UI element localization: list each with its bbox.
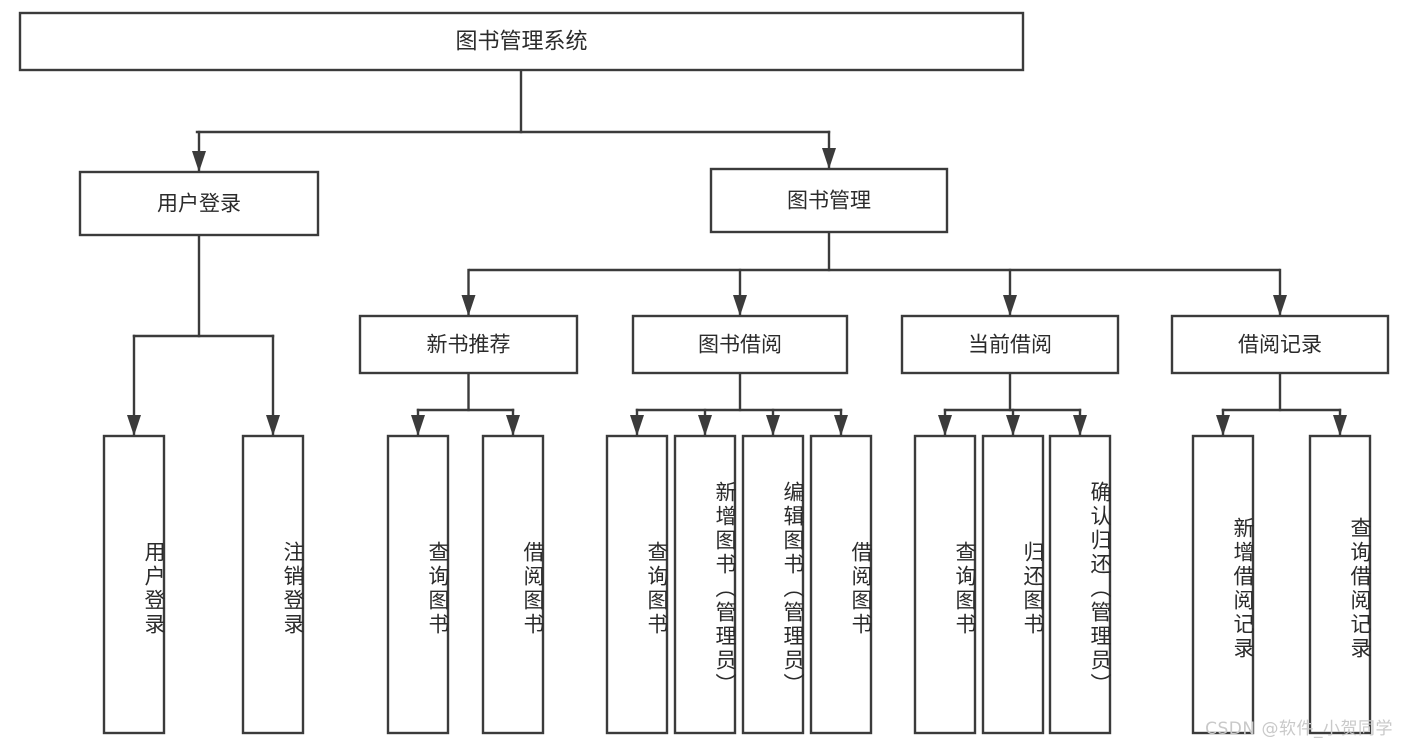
arrow-to-bb-edit-book <box>766 415 780 436</box>
arrow-to-current-borrow <box>1003 295 1017 316</box>
node-box-cb-query-book <box>913 434 977 735</box>
node-box-bb-borrow-book <box>809 434 873 735</box>
arrow-to-leaf-logout <box>266 415 280 436</box>
node-label-borrow-record: 借阅记录 <box>1238 333 1322 357</box>
arrow-to-cb-return-book <box>1006 415 1020 436</box>
node-box-leaf-logout <box>241 434 305 735</box>
node-label-root: 图书管理系统 <box>455 30 587 55</box>
arrow-to-nbr-query-book <box>411 415 425 436</box>
arrow-to-bb-borrow-book <box>834 415 848 436</box>
connector-layer <box>127 68 1347 438</box>
node-box-bb-add-book <box>673 434 737 735</box>
node-box-cb-confirm-return <box>1048 434 1112 735</box>
node-box-new-book-recommend <box>358 314 579 375</box>
node-box-layer <box>18 11 1390 735</box>
node-label-user-login: 用户登录 <box>157 192 241 216</box>
arrow-to-nbr-borrow-book <box>506 415 520 436</box>
node-box-root <box>18 11 1025 72</box>
node-box-book-borrow <box>631 314 849 375</box>
node-box-bb-edit-book <box>741 434 805 735</box>
arrow-to-user-login <box>192 151 206 172</box>
arrow-to-book-borrow <box>733 295 747 316</box>
node-box-bb-query-book <box>605 434 669 735</box>
node-label-new-book-recommend: 新书推荐 <box>427 333 511 357</box>
arrow-to-new-book-recommend <box>461 295 476 316</box>
arrow-to-borrow-record <box>1273 295 1287 316</box>
arrow-to-bb-add-book <box>698 415 712 436</box>
node-box-nbr-borrow-book <box>481 434 545 735</box>
arrow-to-cb-confirm-return <box>1073 415 1087 436</box>
node-box-br-query-record <box>1308 434 1372 735</box>
arrow-to-br-add-record <box>1216 415 1230 436</box>
node-box-book-manage <box>709 167 949 234</box>
arrow-to-leaf-user-login <box>127 415 141 436</box>
node-box-br-add-record <box>1191 434 1255 735</box>
watermark: CSDN @软件_小贺同学 <box>1205 719 1393 739</box>
arrow-to-book-manage <box>822 148 836 169</box>
arrow-to-bb-query-book <box>630 415 644 436</box>
node-box-user-login <box>78 170 320 237</box>
node-label-book-borrow: 图书借阅 <box>698 333 782 357</box>
node-box-borrow-record <box>1170 314 1390 375</box>
arrow-to-cb-query-book <box>938 415 952 436</box>
arrow-to-br-query-record <box>1333 415 1347 436</box>
node-label-book-manage: 图书管理 <box>787 189 871 213</box>
node-box-nbr-query-book <box>386 434 450 735</box>
node-label-current-borrow: 当前借阅 <box>968 333 1052 357</box>
node-box-current-borrow <box>900 314 1120 375</box>
node-box-leaf-user-login <box>102 434 166 735</box>
node-box-cb-return-book <box>981 434 1045 735</box>
